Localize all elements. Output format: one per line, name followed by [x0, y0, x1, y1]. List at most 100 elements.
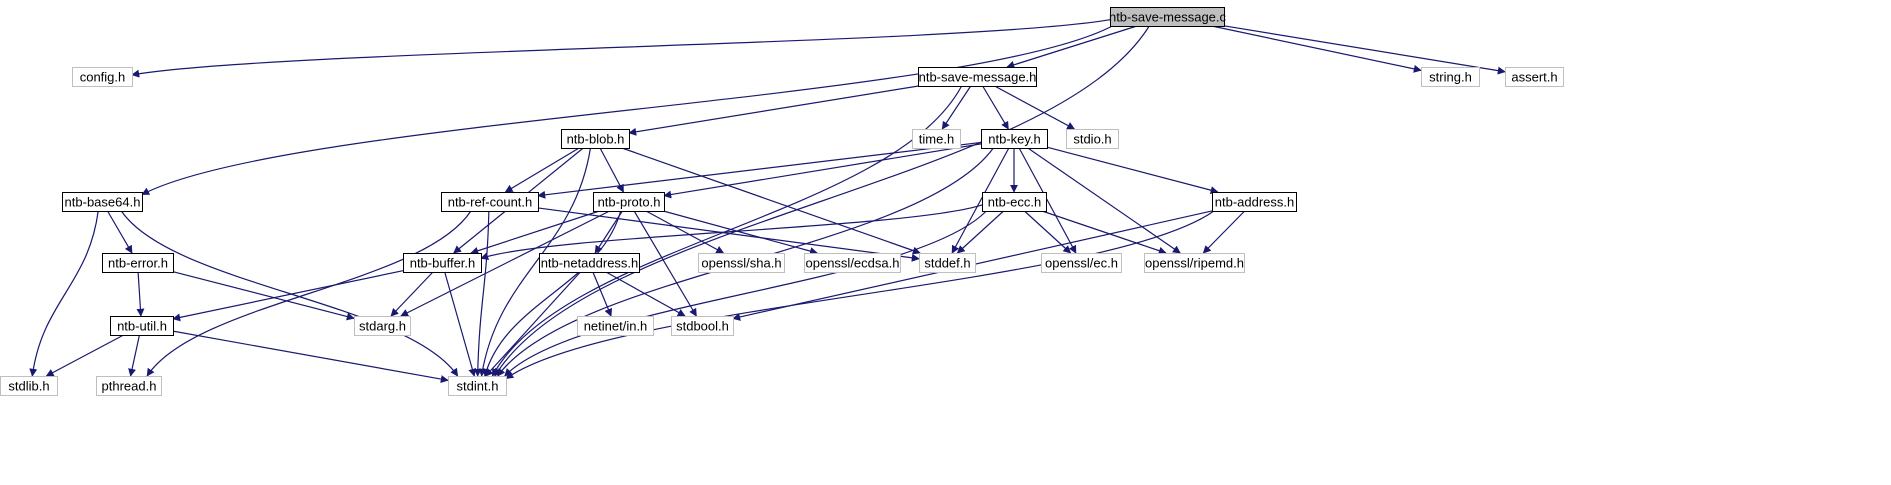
edge-ntb-save-message-h-to-ntb-key-h: [982, 85, 1009, 130]
edge-ntb-base64-h-to-ntb-error-h: [107, 210, 133, 254]
node-stdbool-h: stdbool.h: [671, 316, 734, 336]
node-ntb-base64-h[interactable]: ntb-base64.h: [62, 192, 143, 212]
nodes-layer: ntb-save-message.c config.h ntb-save-messa…: [0, 7, 1564, 396]
node-label-ntb-proto-h: ntb-proto.h: [598, 195, 661, 210]
edge-ntb-base64-h-to-stdlib-h: [29, 210, 99, 377]
node-label-ntb-error-h: ntb-error.h: [108, 256, 168, 271]
node-label-ntb-address-h: ntb-address.h: [1215, 195, 1295, 210]
node-box-ntb-ref-count-h: [441, 192, 539, 212]
edge-ntb-buffer-h-to-stdarg-h: [390, 271, 434, 317]
edge-ntb-buffer-h-to-stdint-h: [444, 271, 477, 377]
node-label-ntb-base64-h: ntb-base64.h: [65, 195, 141, 210]
edge-ntb-netaddress-h-to-stdbool-h: [605, 271, 686, 317]
edge-ntb-blob-h-to-stdint-h: [478, 147, 592, 377]
edge-ntb-proto-h-to-ntb-buffer-h: [470, 210, 600, 255]
edge-ntb-save-message-c-to-string-h: [1211, 25, 1422, 73]
edge-ntb-key-h-to-stddef-h: [951, 147, 1010, 254]
node-box-ntb-save-message-c: [1110, 7, 1225, 27]
edge-ntb-blob-h-to-ntb-ref-count-h: [504, 147, 580, 193]
edge-ntb-error-h-to-stdarg-h: [172, 271, 355, 321]
node-ntb-save-message-c[interactable]: ntb-save-message.c: [1109, 7, 1227, 27]
node-label-ntb-save-message-h: ntb-save-message.h: [919, 70, 1037, 85]
node-label-ntb-util-h: ntb-util.h: [117, 319, 167, 334]
edge-ntb-base64-h-to-stdint-h: [120, 210, 459, 377]
edge-ntb-ecc-h-to-openssl-ec-h: [1024, 210, 1072, 254]
edge-ntb-netaddress-h-to-netinet-in-h: [592, 271, 613, 317]
node-box-stddef-h: [919, 253, 976, 273]
node-ntb-error-h[interactable]: ntb-error.h: [102, 253, 174, 273]
node-stdio-h: stdio.h: [1066, 129, 1119, 149]
edge-ntb-save-message-h-to-stdio-h: [994, 85, 1076, 130]
node-stddef-h: stddef.h: [919, 253, 976, 273]
node-ntb-blob-h[interactable]: ntb-blob.h: [561, 129, 630, 149]
node-label-netinet-in-h: netinet/in.h: [584, 319, 648, 334]
node-box-stdint-h: [448, 376, 507, 396]
node-label-pthread-h: pthread.h: [102, 379, 157, 394]
node-openssl-sha-h: openssl/sha.h: [698, 253, 785, 273]
node-box-netinet-in-h: [577, 316, 654, 336]
node-box-ntb-base64-h: [62, 192, 143, 212]
edge-ntb-util-h-to-pthread-h: [128, 334, 141, 377]
node-stdarg-h: stdarg.h: [354, 316, 411, 336]
edge-ntb-save-message-c-to-stdint-h: [494, 25, 1150, 377]
node-box-stdlib-h: [0, 376, 58, 396]
node-ntb-save-message-h[interactable]: ntb-save-message.h: [918, 67, 1037, 87]
edge-ntb-buffer-h-to-ntb-util-h: [172, 270, 404, 322]
edge-ntb-error-h-to-ntb-util-h: [136, 271, 145, 317]
edge-ntb-key-h-to-ntb-address-h: [1046, 146, 1219, 195]
node-label-assert-h: assert.h: [1511, 70, 1557, 85]
node-openssl-ripemd-h: openssl/ripemd.h: [1144, 253, 1245, 273]
node-ntb-buffer-h[interactable]: ntb-buffer.h: [403, 253, 482, 273]
node-string-h: string.h: [1421, 67, 1480, 87]
node-label-time-h: time.h: [919, 132, 954, 147]
node-ntb-util-h[interactable]: ntb-util.h: [110, 316, 174, 336]
edge-ntb-address-h-to-openssl-ripemd-h: [1202, 210, 1246, 254]
edge-ntb-save-message-h-to-ntb-blob-h: [628, 85, 919, 136]
node-box-config-h: [72, 67, 133, 87]
edge-ntb-address-h-to-stdint-h: [505, 210, 1215, 380]
edge-ntb-proto-h-to-stdint-h: [482, 210, 622, 377]
node-label-ntb-netaddress-h: ntb-netaddress.h: [541, 256, 639, 271]
node-label-openssl-ripemd-h: openssl/ripemd.h: [1145, 256, 1244, 271]
node-label-stdint-h: stdint.h: [457, 379, 499, 394]
node-assert-h: assert.h: [1505, 67, 1564, 87]
edge-ntb-save-message-c-to-ntb-base64-h: [141, 25, 1113, 196]
node-box-openssl-ripemd-h: [1144, 253, 1245, 273]
edge-ntb-proto-h-to-stdbool-h: [633, 210, 697, 317]
edge-ntb-proto-h-to-ntb-netaddress-h: [594, 210, 623, 254]
node-label-ntb-ref-count-h: ntb-ref-count.h: [448, 195, 533, 210]
node-netinet-in-h: netinet/in.h: [577, 316, 654, 336]
node-box-ntb-netaddress-h: [539, 253, 640, 273]
node-label-ntb-key-h: ntb-key.h: [988, 132, 1041, 147]
node-label-ntb-blob-h: ntb-blob.h: [567, 132, 625, 147]
node-label-ntb-buffer-h: ntb-buffer.h: [410, 256, 476, 271]
edge-ntb-netaddress-h-to-stdint-h: [485, 271, 581, 377]
node-box-stdbool-h: [671, 316, 734, 336]
node-label-stdbool-h: stdbool.h: [676, 319, 729, 334]
node-box-time-h: [912, 129, 961, 149]
node-ntb-key-h[interactable]: ntb-key.h: [981, 129, 1048, 149]
node-ntb-ref-count-h[interactable]: ntb-ref-count.h: [441, 192, 539, 212]
edge-ntb-util-h-to-stdint-h: [172, 330, 449, 383]
node-label-openssl-sha-h: openssl/sha.h: [701, 256, 781, 271]
node-label-config-h: config.h: [80, 70, 126, 85]
node-label-openssl-ec-h: openssl/ec.h: [1045, 256, 1118, 271]
node-stdlib-h: stdlib.h: [0, 376, 58, 396]
edge-ntb-key-h-to-openssl-ripemd-h: [1027, 147, 1181, 254]
node-box-ntb-util-h: [110, 316, 174, 336]
edge-ntb-ecc-h-to-stddef-h: [956, 210, 1004, 254]
edge-ntb-save-message-c-to-assert-h: [1223, 25, 1506, 75]
node-ntb-proto-h[interactable]: ntb-proto.h: [593, 192, 665, 212]
node-label-stdio-h: stdio.h: [1073, 132, 1111, 147]
node-ntb-ecc-h[interactable]: ntb-ecc.h: [982, 192, 1047, 212]
edge-ntb-ref-count-h-to-pthread-h: [146, 210, 472, 377]
edge-ntb-ecc-h-to-stdint-h: [504, 210, 987, 377]
node-config-h: config.h: [72, 67, 133, 87]
node-ntb-netaddress-h[interactable]: ntb-netaddress.h: [539, 253, 640, 273]
node-box-openssl-ec-h: [1041, 253, 1122, 273]
node-box-ntb-proto-h: [593, 192, 665, 212]
node-box-stdarg-h: [354, 316, 411, 336]
edge-ntb-key-h-to-ntb-proto-h: [663, 143, 982, 199]
node-ntb-address-h[interactable]: ntb-address.h: [1212, 192, 1297, 212]
